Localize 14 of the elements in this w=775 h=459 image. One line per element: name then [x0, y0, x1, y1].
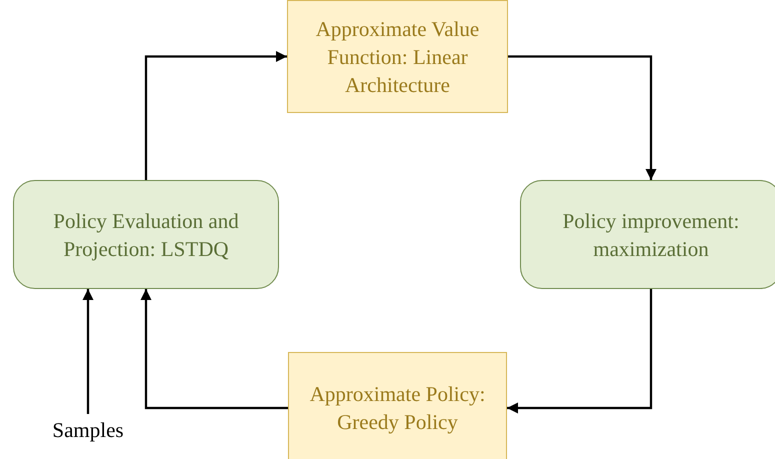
process-box [287, 0, 508, 113]
arrow [508, 55, 656, 180]
rounded-process-box [520, 180, 775, 289]
node-text: Policy improvement: maximization [562, 208, 740, 262]
node-text: Approximate Value Function: Linear Architecture [314, 16, 480, 98]
node-text: Approximate Policy: Greedy Policy [308, 381, 486, 436]
arrow [144, 51, 287, 180]
arrow [82, 289, 94, 414]
process-box [288, 352, 507, 459]
text-label: Samples [44, 414, 132, 446]
arrow [140, 289, 288, 410]
rounded-process-box [13, 180, 279, 289]
node-text: Policy Evaluation and Projection: LSTDQ [52, 208, 240, 262]
arrow [507, 289, 652, 414]
